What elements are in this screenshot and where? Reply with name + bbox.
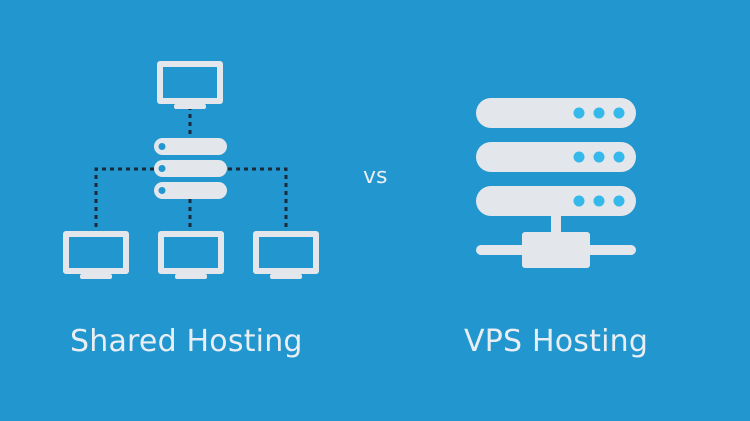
monitor-icon bbox=[63, 231, 129, 279]
shared-hosting-caption: Shared Hosting bbox=[70, 324, 303, 359]
server-stack-icon bbox=[154, 138, 227, 199]
monitor-icon bbox=[158, 231, 224, 279]
shared-connectors bbox=[94, 106, 288, 228]
connector-right bbox=[228, 167, 288, 228]
server-rack-icon bbox=[476, 98, 636, 216]
monitor-icon bbox=[157, 61, 223, 109]
connector-left bbox=[94, 167, 154, 228]
network-connector-icon bbox=[476, 216, 636, 268]
monitor-icon bbox=[253, 231, 319, 279]
vs-caption: vs bbox=[363, 164, 388, 189]
vps-hosting-caption: VPS Hosting bbox=[464, 324, 649, 359]
